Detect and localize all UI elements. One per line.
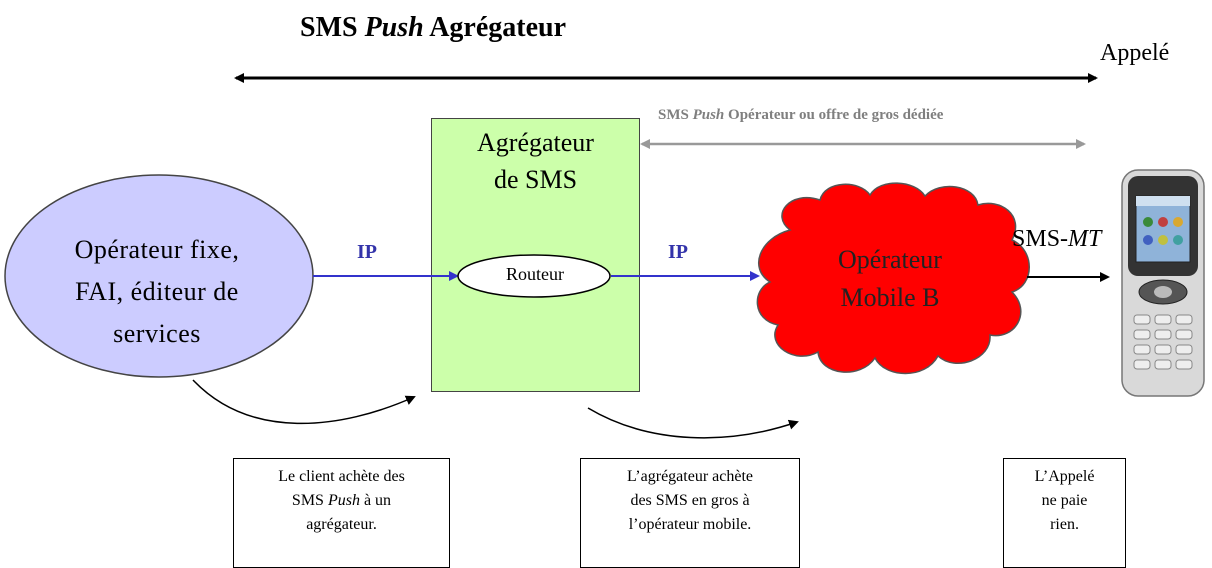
note-callee: L’Appelé ne paie rien. [1003, 458, 1126, 568]
client-label: Opérateur fixe, FAI, éditeur de services [74, 235, 240, 348]
mobile-phone-icon [1121, 169, 1205, 397]
diagram-title: SMS Push Agrégateur [300, 12, 567, 43]
callee-label: Appelé [1100, 40, 1170, 66]
curved-arrow-aggregator-to-operator [587, 407, 799, 439]
note-client: Le client achète des SMS Push à un agrég… [233, 458, 450, 568]
router-label: Routeur [506, 264, 564, 284]
ip-label-2: IP [668, 241, 688, 263]
sms-mt-label: SMS-MT [1012, 226, 1102, 252]
mobile-operator-label: Opérateur Mobile B [838, 245, 942, 312]
ip-label-1: IP [357, 241, 377, 263]
wholesale-label: SMS Push Opérateur ou offre de gros dédi… [658, 107, 944, 123]
curved-arrow-client-to-aggregator [192, 379, 416, 425]
note-aggregator: L’agrégateur achète des SMS en gros à l’… [580, 458, 800, 568]
mobile-operator-cloud [756, 182, 1030, 375]
aggregator-label: Agrégateur de SMS [477, 128, 594, 194]
